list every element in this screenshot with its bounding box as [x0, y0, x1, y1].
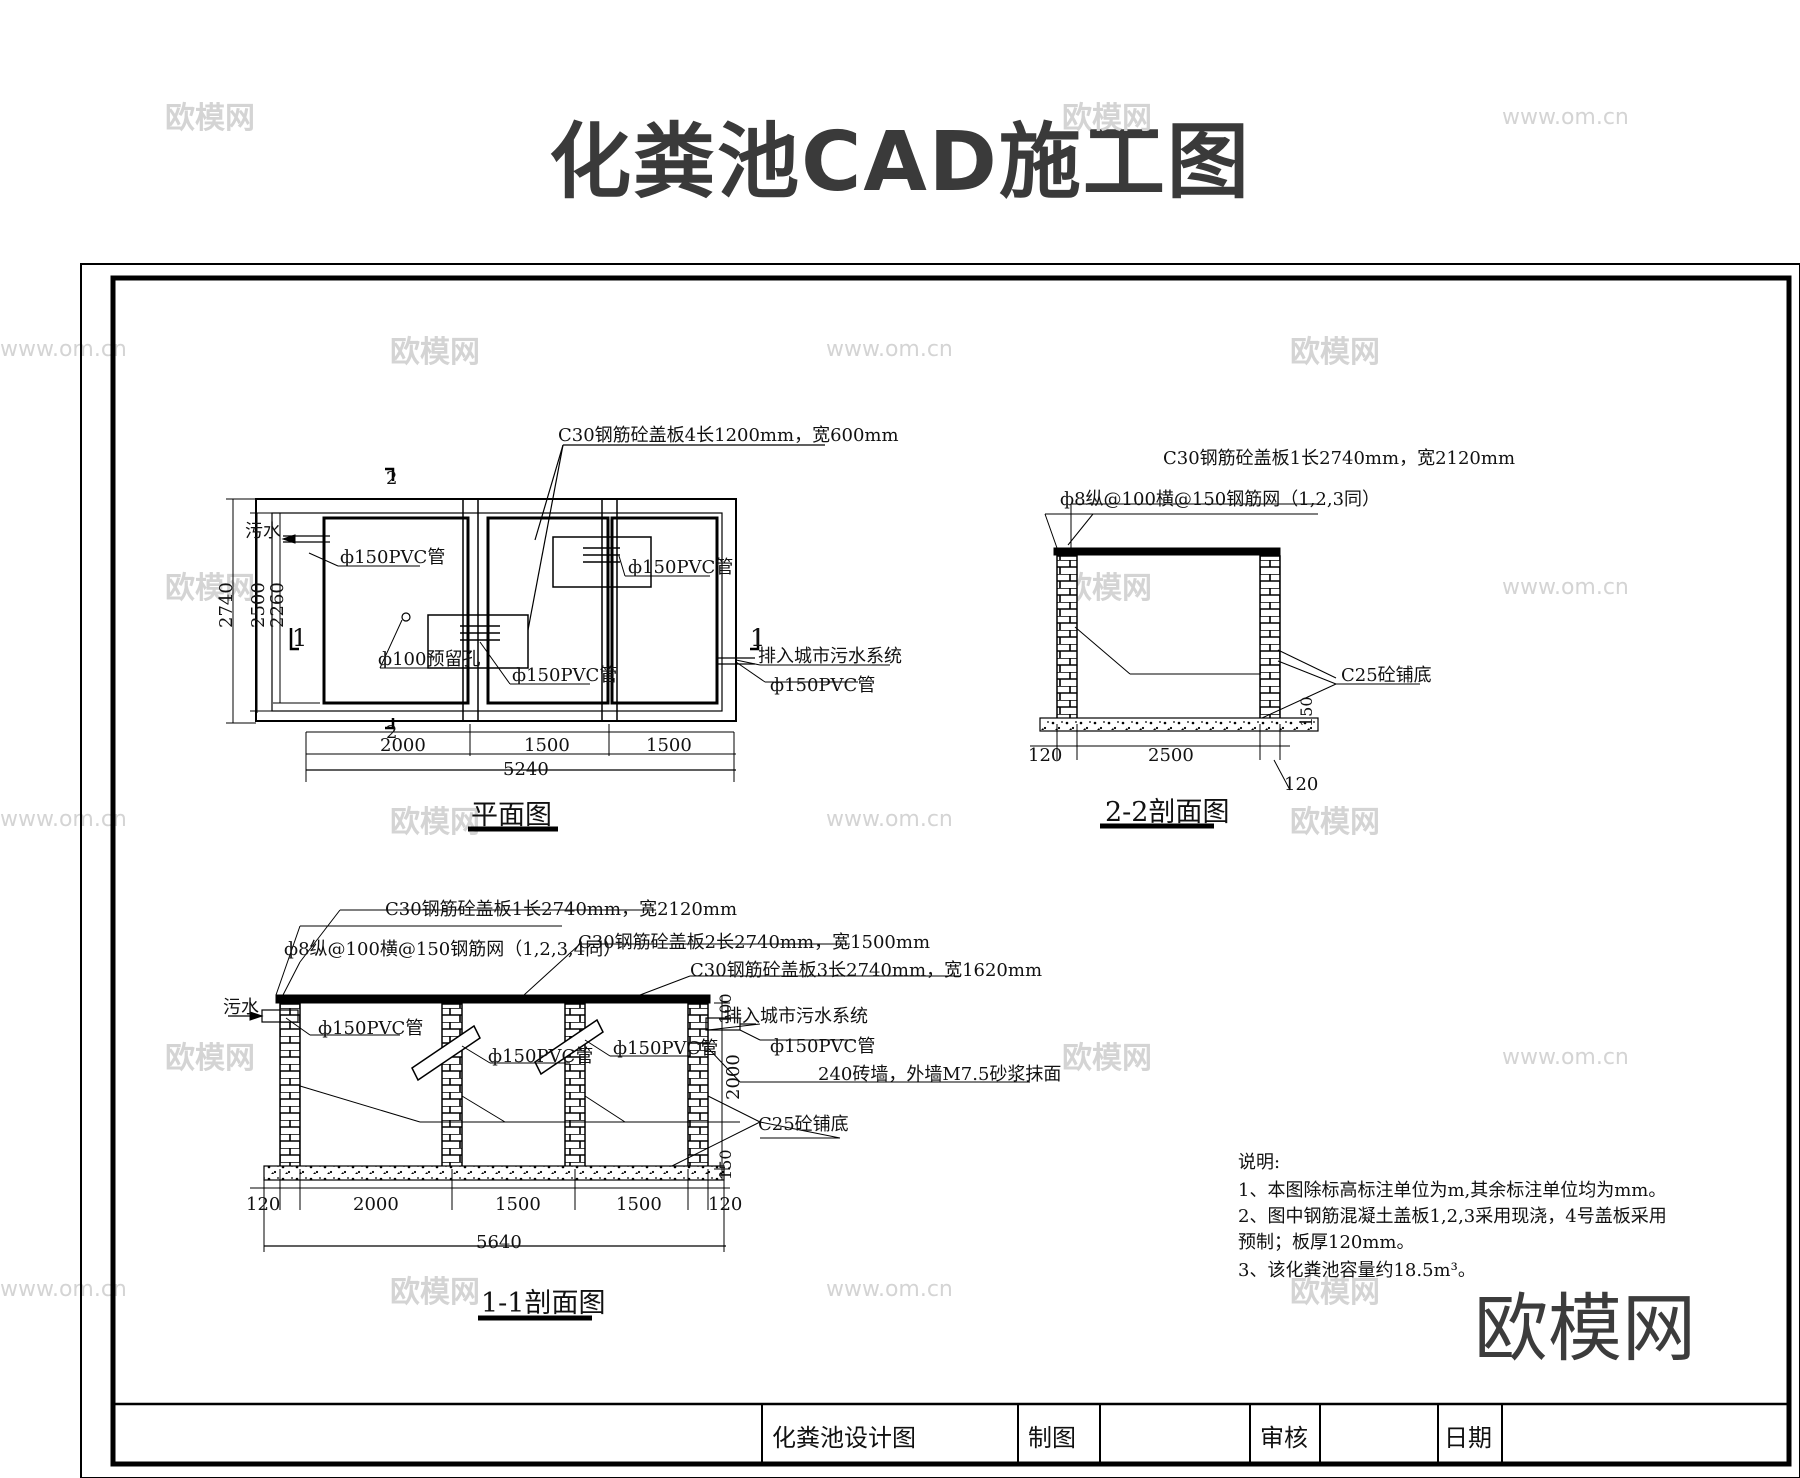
- cover-label: C30钢筋砼盖板1长2740mm，宽2120mm: [1163, 448, 1515, 469]
- dimension-label: 120: [1028, 745, 1062, 766]
- inlet-label: 污水: [245, 521, 281, 542]
- notes-block: 说明: 1、本图除标高标注单位为m,其余标注单位均为mm。 2、图中钢筋混凝土盖…: [1238, 1152, 1667, 1281]
- dimension-label: 120: [1284, 774, 1318, 795]
- watermark-logo: 欧模网: [390, 805, 480, 840]
- section-2-2-labels: C30钢筋砼盖板1长2740mm，宽2120mm ф8纵@100横@150钢筋网…: [1028, 448, 1515, 828]
- checked-by-label: 审核: [1260, 1424, 1308, 1452]
- title-block-labels: 化粪池设计图 制图 审核 日期: [772, 1424, 1492, 1452]
- watermark-logo: 欧模网: [1290, 805, 1380, 840]
- dimension-label: 100: [716, 993, 735, 1024]
- section-2-2-title: 2-2剖面图: [1105, 797, 1229, 828]
- dimension-label: 2260: [267, 582, 288, 628]
- plan-view-labels: C30钢筋砼盖板4长1200mm，宽600mm 污水 ф150PVC管 ф150…: [216, 425, 902, 831]
- title-block: [115, 1402, 1787, 1462]
- watermark-layer: 欧模网 欧模网 www.om.cn www.om.cn 欧模网 www.om.c…: [0, 101, 1629, 1310]
- dimension-label: 1500: [646, 735, 692, 756]
- section-1-1-labels: C30钢筋砼盖板1长2740mm，宽2120mm ф8纵@100横@150钢筋网…: [223, 899, 1061, 1319]
- pipe-label: ф150PVC管: [512, 665, 617, 686]
- watermark-url: www.om.cn: [826, 1277, 953, 1302]
- cover-label: C30钢筋砼盖板4长1200mm，宽600mm: [558, 425, 899, 446]
- drawn-by-label: 制图: [1028, 1424, 1076, 1452]
- watermark-logo: 欧模网: [165, 101, 255, 136]
- watermark-logo: 欧模网: [1062, 1041, 1152, 1076]
- pipe-label: ф150PVC管: [628, 557, 733, 578]
- dimension-label: 5640: [476, 1232, 522, 1253]
- brand-logo: 欧模网: [1474, 1286, 1696, 1372]
- dimension-label: 5240: [503, 759, 549, 780]
- wall-label: 240砖墙，外墙M7.5砂浆抹面: [818, 1064, 1061, 1085]
- mesh-label: ф8纵@100横@150钢筋网（1,2,3,4同）: [284, 939, 621, 960]
- section-mark-2: 2: [386, 468, 397, 489]
- dimension-label: 1500: [616, 1194, 662, 1215]
- outlet-label: 排入城市污水系统: [724, 1006, 868, 1027]
- base-label: C25砼铺底: [1341, 665, 1432, 686]
- dimension-label: 2000: [380, 735, 426, 756]
- section-mark-1: 1: [750, 624, 765, 652]
- note-line: 预制；板厚120mm。: [1238, 1232, 1415, 1253]
- dimension-label: 2000: [723, 1054, 744, 1100]
- plan-view: [226, 444, 890, 832]
- watermark-url: www.om.cn: [1502, 575, 1629, 600]
- watermark-url: www.om.cn: [1502, 105, 1629, 130]
- dimension-label: 2500: [248, 582, 269, 628]
- watermark-url: www.om.cn: [0, 1277, 127, 1302]
- pipe-label: ф150PVC管: [613, 1038, 718, 1059]
- watermark-logo: 欧模网: [390, 335, 480, 370]
- plan-view-title: 平面图: [471, 800, 552, 831]
- dimension-label: 150: [716, 1149, 735, 1180]
- date-label: 日期: [1444, 1424, 1492, 1452]
- drawing-name: 化粪池设计图: [772, 1424, 916, 1452]
- dimension-label: 1500: [524, 735, 570, 756]
- watermark-logo: 欧模网: [1062, 101, 1152, 136]
- pipe-label: ф150PVC管: [770, 675, 875, 696]
- watermark-url: www.om.cn: [0, 807, 127, 832]
- pipe-label: ф150PVC管: [318, 1018, 423, 1039]
- section-2-2: [1030, 503, 1420, 829]
- cover-label: C30钢筋砼盖板1长2740mm，宽2120mm: [385, 899, 737, 920]
- note-line: 1、本图除标高标注单位为m,其余标注单位均为mm。: [1238, 1180, 1666, 1201]
- dimension-label: 2000: [353, 1194, 399, 1215]
- watermark-url: www.om.cn: [0, 337, 127, 362]
- hole-label: ф100预留孔: [378, 649, 480, 670]
- dimension-label: 2500: [1148, 745, 1194, 766]
- watermark-logo: 欧模网: [165, 571, 255, 606]
- watermark-url: www.om.cn: [1502, 1045, 1629, 1070]
- watermark-url: www.om.cn: [826, 807, 953, 832]
- watermark-logo: 欧模网: [1290, 335, 1380, 370]
- sheet-frame: [80, 263, 1800, 1478]
- page-title: 化粪池CAD施工图: [549, 115, 1251, 210]
- dimension-label: 2740: [216, 582, 237, 628]
- mesh-label: ф8纵@100横@150钢筋网（1,2,3同）: [1060, 489, 1380, 510]
- dimension-label: 1500: [495, 1194, 541, 1215]
- notes-heading: 说明:: [1238, 1152, 1280, 1173]
- pipe-label: ф150PVC管: [770, 1036, 875, 1057]
- pipe-label: ф150PVC管: [340, 547, 445, 568]
- note-line: 3、该化粪池容量约18.5m³。: [1238, 1260, 1476, 1281]
- section-mark-2: 2: [386, 722, 397, 743]
- watermark-url: www.om.cn: [826, 337, 953, 362]
- note-line: 2、图中钢筋混凝土盖板1,2,3采用现浇，4号盖板采用: [1238, 1206, 1667, 1227]
- watermark-logo: 欧模网: [165, 1041, 255, 1076]
- cover-label: C30钢筋砼盖板3长2740mm，宽1620mm: [690, 960, 1042, 981]
- section-mark-1: 1: [292, 624, 307, 652]
- section-1-1: [228, 909, 1030, 1321]
- inlet-label: 污水: [223, 997, 259, 1018]
- outlet-label: 排入城市污水系统: [758, 646, 902, 667]
- dimension-label: 120: [708, 1194, 742, 1215]
- cover-label: C30钢筋砼盖板2长2740mm，宽1500mm: [578, 932, 930, 953]
- watermark-logo: 欧模网: [1290, 1275, 1380, 1310]
- dimension-label: 120: [246, 1194, 280, 1215]
- base-label: C25砼铺底: [758, 1114, 849, 1135]
- section-1-1-title: 1-1剖面图: [481, 1288, 605, 1319]
- pipe-label: ф150PVC管: [488, 1046, 593, 1067]
- dimension-label: 150: [1297, 696, 1316, 727]
- watermark-logo: 欧模网: [390, 1275, 480, 1310]
